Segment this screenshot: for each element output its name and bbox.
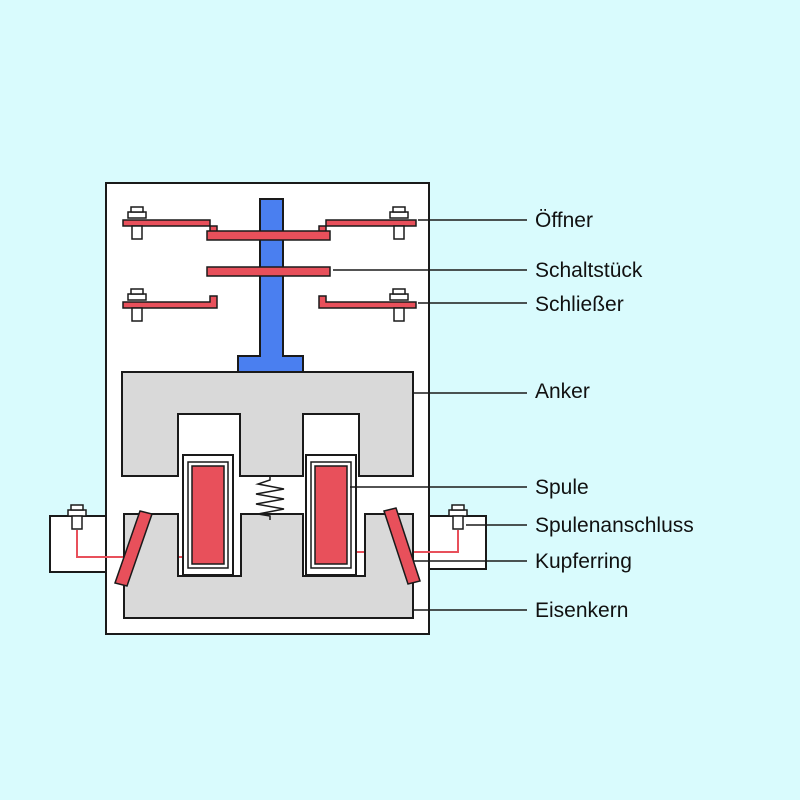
moving-contact-upper — [206, 230, 331, 241]
return-spring — [255, 476, 285, 520]
label-eisenkern: Eisenkern — [535, 599, 629, 622]
screw-mid-right — [389, 288, 409, 322]
coil-screw-right — [448, 504, 468, 530]
moving-contact-bridge — [206, 266, 331, 277]
right-coil — [305, 454, 357, 576]
screw-top-left — [127, 206, 147, 240]
iron-core — [123, 513, 414, 619]
left-copper-ring — [114, 510, 153, 587]
no-fixed-contact-left — [122, 295, 218, 309]
screw-top-right — [389, 206, 409, 240]
plunger — [237, 198, 304, 373]
label-schaltstueck: Schaltstück — [535, 259, 643, 282]
left-coil — [182, 454, 234, 576]
armature — [121, 371, 414, 477]
label-anker: Anker — [535, 380, 590, 403]
label-oeffner: Öffner — [535, 209, 593, 232]
coil-screw-left — [67, 504, 87, 530]
screw-mid-left — [127, 288, 147, 322]
label-spulenanschluss: Spulenanschluss — [535, 514, 694, 537]
label-kupferring: Kupferring — [535, 550, 632, 573]
right-copper-ring — [383, 507, 421, 585]
label-schliesser: Schließer — [535, 293, 624, 316]
no-fixed-contact-right — [318, 295, 417, 309]
label-spule: Spule — [535, 476, 589, 499]
